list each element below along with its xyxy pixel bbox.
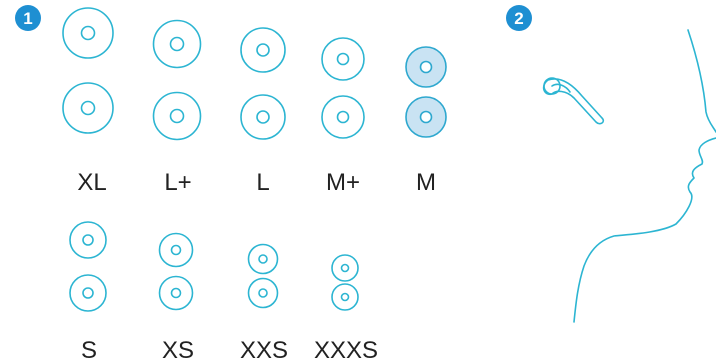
ear-tip-icon — [331, 283, 359, 311]
ear-tip-pair-l — [240, 27, 286, 140]
ear-tip-pair-xs — [158, 232, 194, 311]
ear-tip-icon — [69, 221, 107, 259]
head-profile-illustration — [573, 29, 716, 323]
size-label-m-plus: M+ — [326, 169, 360, 196]
size-label-l: L — [256, 169, 269, 196]
ear-tip-pair-s — [69, 221, 107, 312]
ear-tip-pair-xxs — [247, 243, 279, 309]
step-2-badge: 2 — [506, 5, 532, 31]
ear-tip-icon — [405, 96, 447, 138]
earbud-icon — [542, 77, 605, 125]
size-label-s: S — [81, 337, 97, 364]
size-label-xxs: XXS — [240, 337, 288, 364]
ear-tip-icon — [331, 254, 359, 282]
ear-tip-icon — [158, 232, 194, 268]
ear-tip-icon — [69, 274, 107, 312]
size-label-m: M — [416, 169, 436, 196]
ear-tip-icon — [321, 95, 365, 139]
ear-tip-icon — [321, 37, 365, 81]
size-label-xl: XL — [77, 169, 106, 196]
ear-tip-icon — [62, 7, 114, 59]
step-1-number: 1 — [23, 9, 32, 28]
ear-tip-icon — [158, 275, 194, 311]
ear-tip-pair-m-selected — [405, 46, 447, 138]
ear-tip-pair-m-plus — [321, 37, 365, 139]
ear-tip-pair-l-plus — [152, 19, 202, 141]
ear-tip-pair-xl — [62, 7, 114, 134]
ear-tip-icon — [247, 277, 279, 309]
ear-tip-pair-xxxs — [331, 254, 359, 311]
ear-tip-icon — [247, 243, 279, 275]
size-label-xs: XS — [162, 337, 194, 364]
ear-tip-icon — [152, 19, 202, 69]
size-label-l-plus: L+ — [164, 169, 191, 196]
step-1-badge: 1 — [15, 5, 41, 31]
ear-tip-icon — [152, 91, 202, 141]
step-2-number: 2 — [514, 9, 523, 28]
ear-tip-icon — [240, 94, 286, 140]
ear-tip-icon — [405, 46, 447, 88]
ear-tip-icon — [240, 27, 286, 73]
ear-tip-icon — [62, 82, 114, 134]
size-label-xxxs: XXXS — [314, 337, 378, 364]
